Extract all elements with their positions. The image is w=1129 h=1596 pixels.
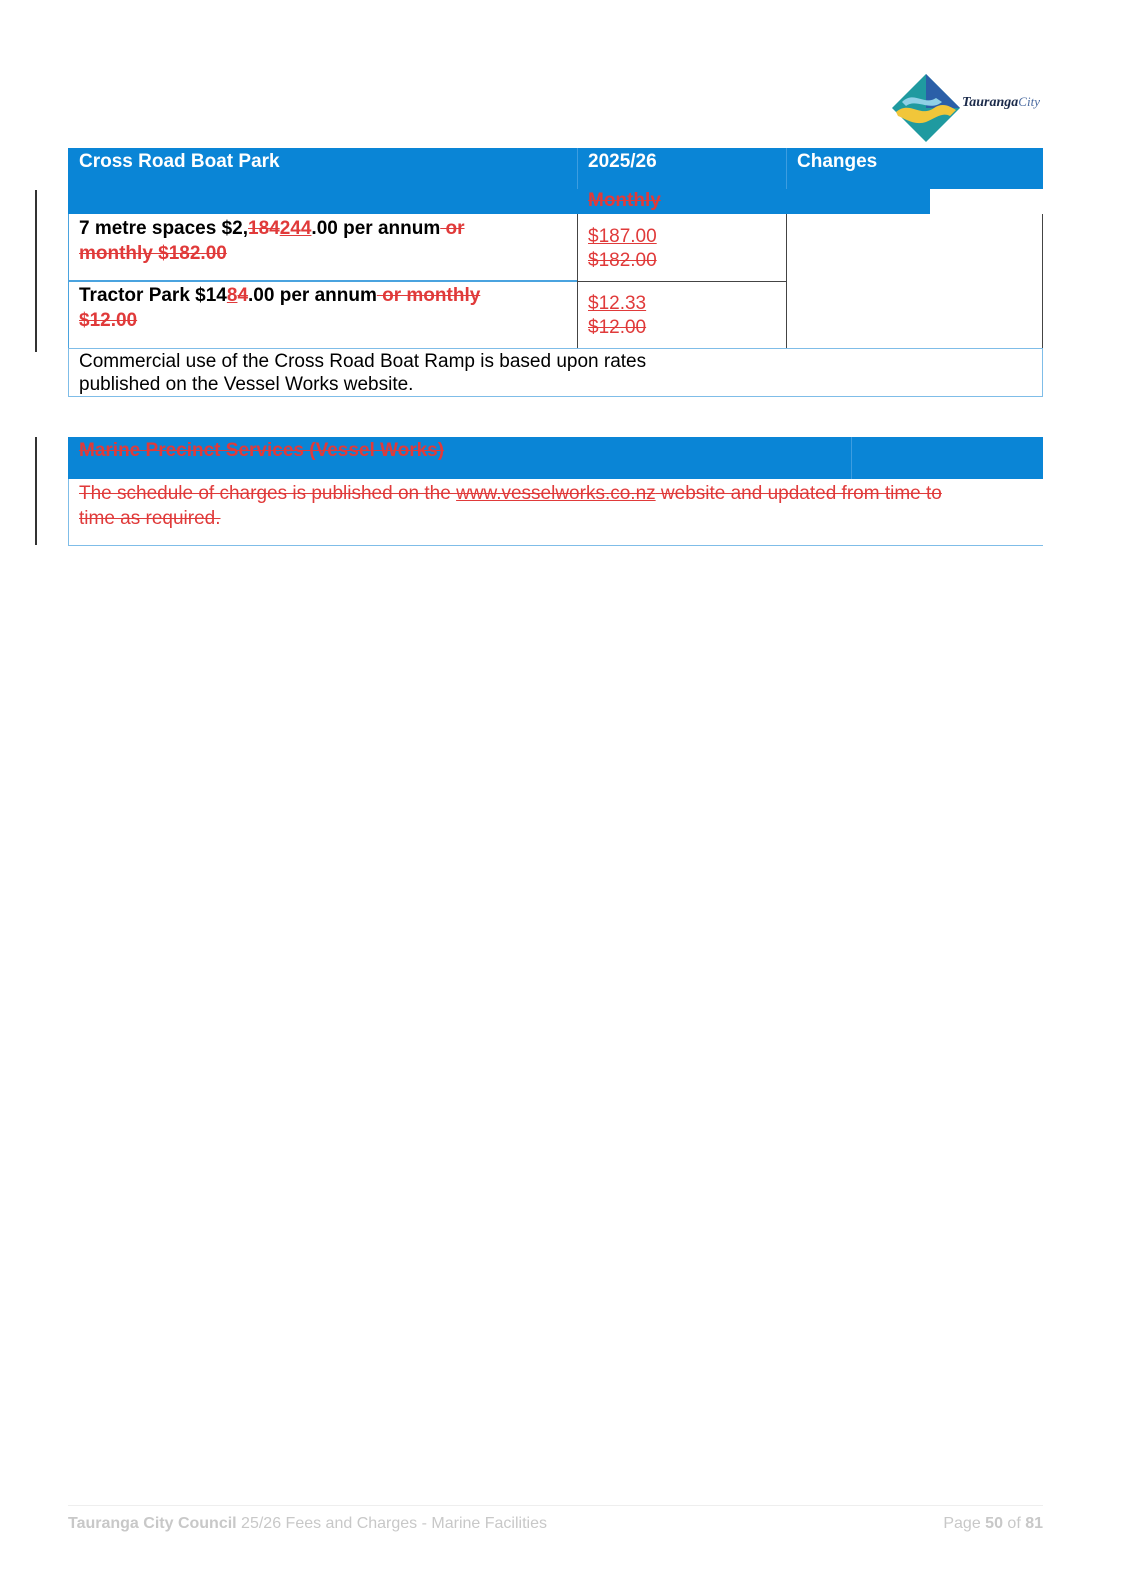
table-row bbox=[68, 281, 577, 348]
logo-wordmark: TaurangaCity bbox=[962, 94, 1040, 110]
footer-left: Tauranga City Council 25/26 Fees and Cha… bbox=[68, 1515, 547, 1532]
footer-rule bbox=[68, 1505, 1043, 1506]
column-header-changes: Changes bbox=[797, 151, 878, 173]
footer-page-number: Page 50 of 81 bbox=[943, 1515, 1043, 1532]
logo-diamond-icon bbox=[892, 74, 960, 142]
table-row bbox=[68, 479, 1043, 546]
changes-column-border bbox=[1042, 214, 1043, 348]
table-row bbox=[68, 214, 577, 281]
table-note-row bbox=[68, 348, 1043, 397]
header-divider bbox=[786, 148, 787, 214]
header-divider bbox=[577, 148, 578, 214]
vesselworks-link[interactable]: www.vesselworks.co.nz bbox=[456, 483, 656, 504]
change-bar bbox=[35, 190, 37, 352]
column-header-name: Cross Road Boat Park bbox=[79, 151, 280, 173]
row-seven-metre-price: $187.00 $182.00 bbox=[588, 226, 657, 271]
tauranga-city-logo: TaurangaCity bbox=[890, 72, 1070, 144]
price-cell bbox=[577, 282, 787, 348]
row-tractor-park-price: $12.33 $12.00 bbox=[588, 293, 647, 338]
price-cell bbox=[577, 214, 787, 282]
commercial-use-note: Commercial use of the Cross Road Boat Ra… bbox=[79, 351, 647, 395]
change-bar bbox=[35, 437, 37, 545]
header-divider bbox=[851, 437, 852, 479]
table-header-row bbox=[68, 437, 1043, 479]
marine-precinct-header: Marine Precinct Services (Vessel Works) bbox=[79, 440, 445, 461]
subheader-monthly: Monthly bbox=[588, 190, 661, 211]
row-seven-metre-description: 7 metre spaces $2,184244.00 per annum or… bbox=[79, 218, 465, 264]
table-subheader-row bbox=[68, 189, 930, 214]
row-tractor-park-description: Tractor Park $1484.00 per annum or month… bbox=[79, 285, 481, 331]
schedule-of-charges-text: The schedule of charges is published on … bbox=[79, 483, 942, 529]
column-header-year: 2025/26 bbox=[588, 151, 657, 173]
